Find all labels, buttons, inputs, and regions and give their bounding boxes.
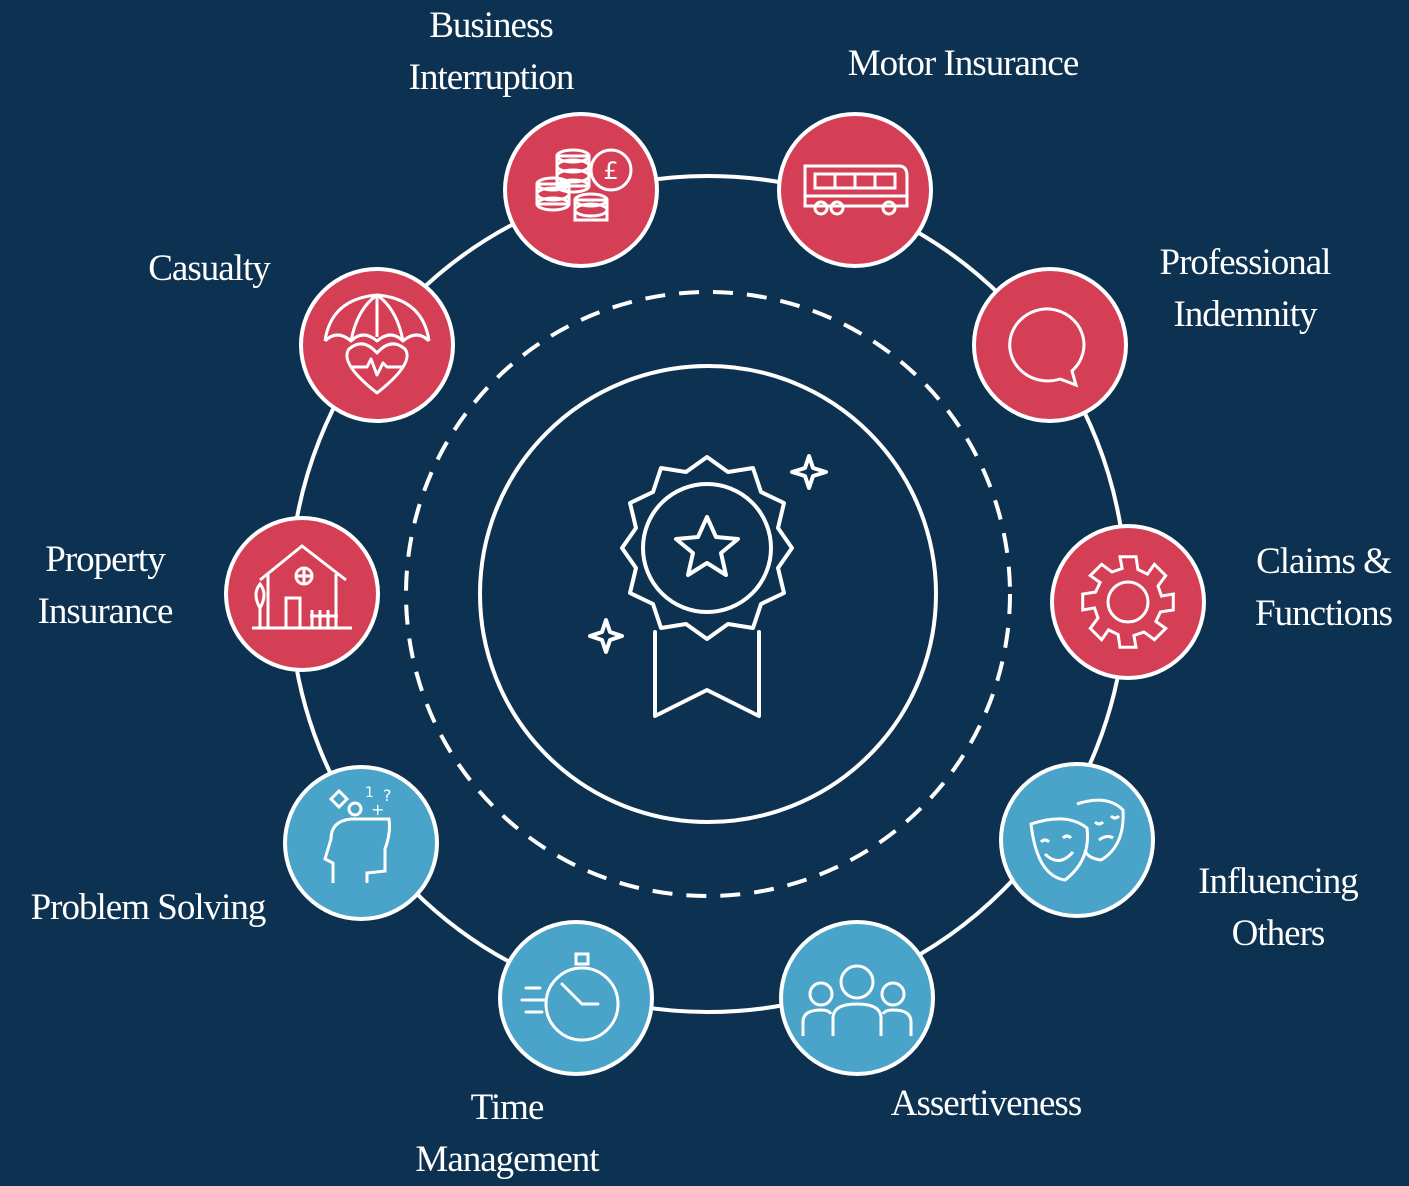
business-interruption-label-line: Business: [429, 5, 554, 46]
influencing-others-label-line: Influencing: [1198, 861, 1359, 902]
gear-icon: [1081, 555, 1175, 649]
casualty-label: Casualty: [130, 243, 288, 295]
claims-functions-label: Claims & Functions: [1238, 536, 1409, 640]
time-management-node: [498, 920, 654, 1076]
head-thinking-icon: 1+?: [323, 785, 392, 883]
svg-text:?: ?: [383, 786, 392, 805]
svg-text:£: £: [603, 157, 618, 185]
assertiveness-node: [779, 920, 935, 1076]
time-management-label-line: Management: [415, 1139, 599, 1180]
award-rosette-star-icon: [588, 454, 828, 718]
casualty-label-line: Casualty: [148, 248, 270, 289]
dashed-ring: [404, 290, 1012, 898]
time-management-label-line: Time: [470, 1087, 545, 1128]
casualty-node-circle: [303, 271, 451, 419]
influencing-others-label-line: Others: [1231, 913, 1326, 954]
people-group-icon: [801, 964, 913, 1036]
business-interruption-label-line: Interruption: [408, 57, 575, 98]
property-insurance-node-circle: [228, 520, 376, 668]
assertiveness-label: Assertiveness: [868, 1078, 1104, 1130]
umbrella-heart-icon: [323, 293, 431, 395]
claims-functions-label-line: Functions: [1255, 593, 1393, 634]
svg-text:1: 1: [365, 785, 374, 801]
svg-text:+: +: [371, 800, 384, 819]
stopwatch-icon: [520, 952, 620, 1042]
problem-solving-label: Problem Solving: [10, 882, 286, 934]
motor-insurance-label-line: Motor Insurance: [847, 43, 1080, 84]
influencing-others-node-circle: [1003, 766, 1151, 914]
inner-ring: [478, 364, 938, 824]
property-insurance-label-line: Property: [45, 539, 165, 580]
professional-indemnity-label-line: Indemnity: [1173, 294, 1317, 335]
coins-pound-icon: £: [535, 148, 633, 222]
speech-bubble-icon: [1008, 307, 1086, 388]
professional-indemnity-node: [972, 267, 1128, 423]
motor-insurance-node-circle: [781, 116, 929, 264]
claims-functions-node-circle: [1054, 528, 1202, 676]
theatre-masks-icon: [1029, 798, 1125, 882]
business-interruption-node: £: [503, 112, 659, 268]
problem-solving-node: 1+?: [283, 765, 439, 921]
professional-indemnity-node-circle: [976, 271, 1124, 419]
property-insurance-node: [224, 516, 380, 672]
motor-insurance-label: Motor Insurance: [818, 38, 1108, 90]
property-insurance-label-line: Insurance: [37, 591, 174, 632]
bus-icon: [803, 164, 909, 216]
motor-insurance-node: [777, 112, 933, 268]
claims-functions-node: [1050, 524, 1206, 680]
problem-solving-label-line: Problem Solving: [30, 887, 267, 928]
professional-indemnity-label-line: Professional: [1159, 242, 1332, 283]
influencing-others-node: [999, 762, 1155, 918]
casualty-node: [299, 267, 455, 423]
house-icon: [252, 544, 352, 630]
claims-functions-label-line: Claims &: [1256, 541, 1392, 582]
assertiveness-label-line: Assertiveness: [890, 1083, 1082, 1124]
problem-solving-node-circle: [287, 769, 435, 917]
